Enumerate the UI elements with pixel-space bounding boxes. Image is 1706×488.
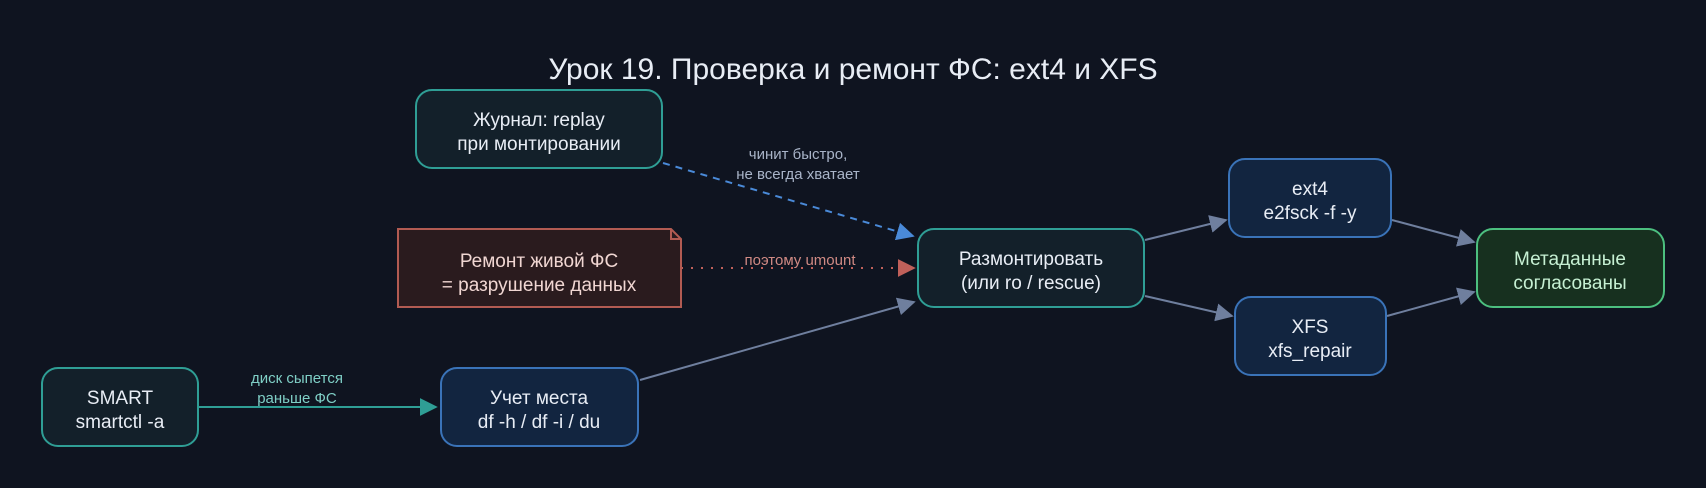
node-ext4-line1: ext4	[1292, 179, 1328, 200]
node-xfs-line2: xfs_repair	[1268, 341, 1352, 362]
node-space-line1: Учет места	[490, 388, 589, 409]
edge-ext4-to-metadata	[1391, 219, 1476, 247]
node-journal-line1: Журнал: replay	[473, 110, 605, 131]
node-metadata-line1: Метаданные	[1514, 249, 1626, 270]
edge-label-journal-line2: не всегда хватает	[736, 166, 860, 183]
node-live-repair-line1: Ремонт живой ФС	[460, 251, 618, 272]
edge-journal-to-unmount	[662, 162, 915, 241]
edge-label-smart-line1: диск сыпется	[251, 370, 343, 387]
diagram-title: Урок 19. Проверка и ремонт ФС: ext4 и XF…	[548, 53, 1157, 86]
node-unmount-line2: (или ro / rescue)	[961, 273, 1101, 294]
node-ext4-line2: e2fsck -f -y	[1264, 203, 1357, 224]
node-live-repair-line2: = разрушение данных	[442, 275, 637, 296]
node-journal: Журнал: replay при монтировании	[415, 89, 663, 169]
node-smart: SMART smartctl -a	[41, 367, 199, 447]
node-metadata: Метаданные согласованы	[1476, 228, 1665, 308]
node-ext4: ext4 e2fsck -f -y	[1228, 158, 1392, 238]
edge-label-umount: поэтому umount	[744, 252, 856, 269]
node-smart-line1: SMART	[87, 388, 154, 409]
edge-label-journal-line1: чинит быстро,	[749, 146, 848, 163]
node-xfs-line1: XFS	[1292, 317, 1329, 338]
node-live-repair: Ремонт живой ФС = разрушение данных	[397, 228, 682, 308]
node-unmount: Размонтировать (или ro / rescue)	[917, 228, 1145, 308]
edge-unmount-to-xfs	[1144, 295, 1234, 322]
node-metadata-line2: согласованы	[1513, 273, 1626, 294]
edge-unmount-to-ext4	[1144, 215, 1228, 241]
edge-label-smart-line2: раньше ФС	[257, 390, 337, 407]
node-space: Учет места df -h / df -i / du	[440, 367, 639, 447]
node-xfs: XFS xfs_repair	[1234, 296, 1387, 376]
edge-xfs-to-metadata	[1386, 287, 1476, 317]
node-smart-line2: smartctl -a	[76, 412, 165, 433]
node-journal-line2: при монтировании	[457, 134, 621, 155]
node-space-line2: df -h / df -i / du	[478, 412, 601, 433]
edge-space-to-unmount	[639, 297, 916, 381]
node-unmount-line1: Размонтировать	[959, 249, 1103, 270]
